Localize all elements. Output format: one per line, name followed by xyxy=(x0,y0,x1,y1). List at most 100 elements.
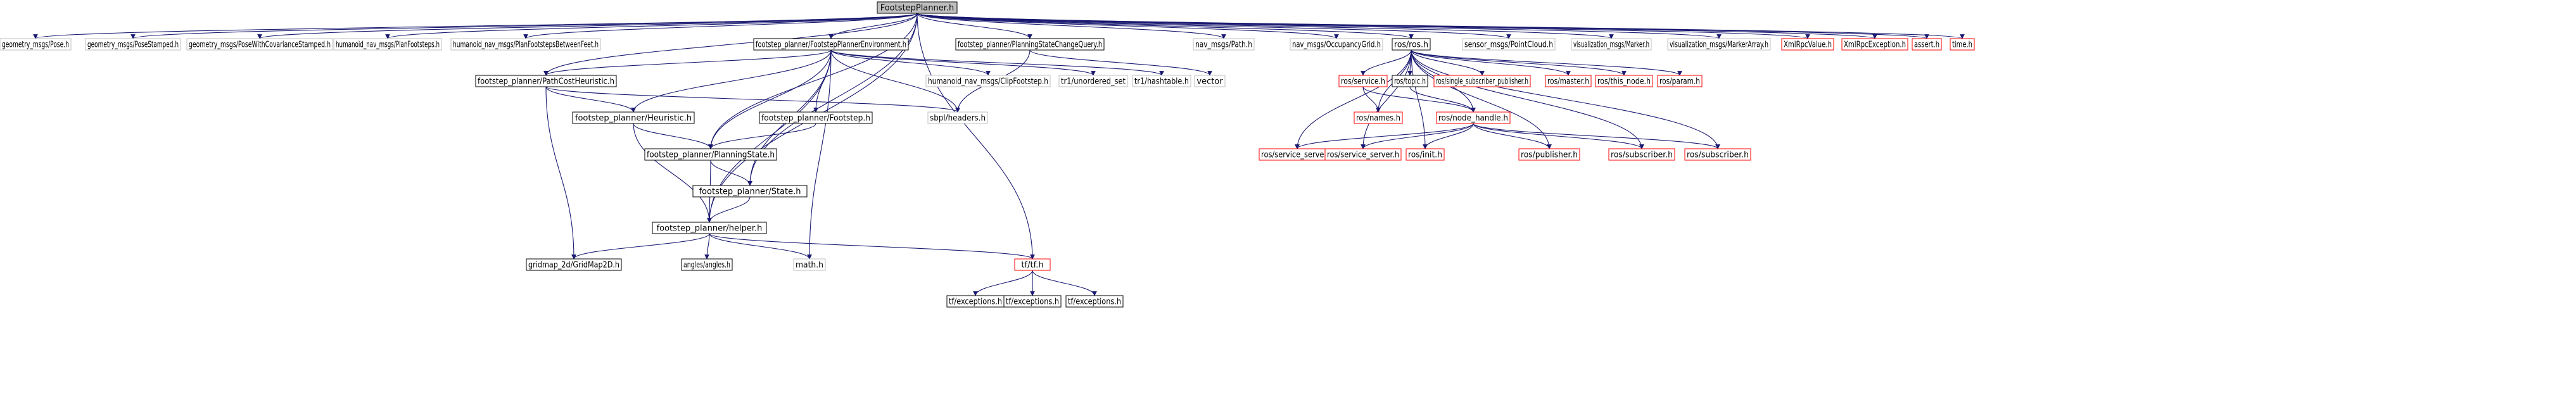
node-label: footstep_planner/Heuristic.h xyxy=(575,114,692,123)
node-box xyxy=(759,111,873,124)
node-fp-helper[interactable]: footstep_planner/helper.h xyxy=(652,222,767,234)
node-ros-param[interactable]: ros/param.h xyxy=(1657,75,1703,87)
node-xml-exc[interactable]: XmlRpcException.h xyxy=(1841,38,1908,51)
edge-fp_env-to-fp_pathcost xyxy=(543,49,832,76)
edge-fp_pathcost-to-fp_heuristic xyxy=(545,86,636,113)
node-fp-state[interactable]: footstep_planner/State.h xyxy=(692,185,808,198)
node-vis-markerarray[interactable]: visualization_msgs/MarkerArray.h xyxy=(1667,38,1771,51)
edge-ros_ros-to-ros_srvserver2 xyxy=(1361,49,1412,149)
node-label: footstep_planner/Footstep.h xyxy=(761,114,870,123)
node-gridmap[interactable]: gridmap_2d/GridMap2D.h xyxy=(526,258,622,271)
node-label: tf/exceptions.h xyxy=(1006,298,1059,307)
node-xml-value[interactable]: XmlRpcValue.h xyxy=(1781,38,1834,51)
edge-root-to-tf_tf xyxy=(917,13,1035,260)
node-sbpl[interactable]: sbpl/headers.h xyxy=(927,111,988,124)
node-label: XmlRpcValue.h xyxy=(1784,41,1832,50)
node-assert[interactable]: assert.h xyxy=(1912,38,1942,51)
node-tr1-hashtable[interactable]: tr1/hashtable.h xyxy=(1132,75,1191,87)
node-tf-tf[interactable]: tf/tf.h xyxy=(1014,258,1051,271)
node-fp-pathcost[interactable]: footstep_planner/PathCostHeuristic.h xyxy=(475,75,617,87)
edge-root-to-nav_path xyxy=(917,13,1226,39)
node-tr1-unordered[interactable]: tr1/unordered_set xyxy=(1058,75,1128,87)
node-fp-env[interactable]: footstep_planner/FootstepPlannerEnvironm… xyxy=(753,38,909,51)
node-sensor-pc[interactable]: sensor_msgs/PointCloud.h xyxy=(1462,38,1556,51)
node-vector[interactable]: vector xyxy=(1194,75,1226,87)
node-tf-exc1[interactable]: tf/exceptions.h xyxy=(946,295,1005,308)
node-tf-exc2[interactable]: tf/exceptions.h xyxy=(1003,295,1062,308)
edge-ros_service-to-ros_names xyxy=(1362,86,1381,113)
node-ros-init[interactable]: ros/init.h xyxy=(1405,148,1445,161)
node-nav-grid[interactable]: nav_msgs/OccupancyGrid.h xyxy=(1290,38,1383,51)
node-hn-planfootsteps[interactable]: humanoid_nav_msgs/PlanFootsteps.h xyxy=(333,38,442,51)
node-ros-ssp[interactable]: ros/single_subscriber_publisher.h xyxy=(1433,75,1531,87)
node-label: angles/angles.h xyxy=(683,261,730,270)
node-box xyxy=(1338,75,1388,87)
node-fp-planstate[interactable]: footstep_planner/PlanningState.h xyxy=(644,148,777,161)
node-ros-service[interactable]: ros/service.h xyxy=(1338,75,1388,87)
node-ros-thisnode[interactable]: ros/this_node.h xyxy=(1595,75,1653,87)
node-label: sensor_msgs/PointCloud.h xyxy=(1464,41,1553,50)
node-angles[interactable]: angles/angles.h xyxy=(681,258,733,271)
node-tf-exc3[interactable]: tf/exceptions.h xyxy=(1065,295,1124,308)
node-box xyxy=(186,38,333,51)
edge-fp_state-to-fp_helper xyxy=(707,196,751,223)
edge-root-to-fp_pathcost xyxy=(543,13,918,76)
node-label: geometry_msgs/PoseStamped.h xyxy=(87,41,179,50)
node-ros-subscriber1[interactable]: ros/subscriber.h xyxy=(1608,148,1675,161)
edge-ros_ros-to-ros_service xyxy=(1361,49,1412,76)
node-gm-posestamped[interactable]: geometry_msgs/PoseStamped.h xyxy=(85,38,181,51)
node-time[interactable]: time.h xyxy=(1950,38,1975,51)
edge-ros_topic-to-ros_nodehandle xyxy=(1409,86,1476,113)
node-fp-changequery[interactable]: footstep_planner/PlanningStateChangeQuer… xyxy=(955,38,1105,51)
edge-fp_helper-to-angles xyxy=(704,233,710,260)
node-ros-names[interactable]: ros/names.h xyxy=(1354,111,1403,124)
edge-ros_ros-to-ros_srvserver1 xyxy=(1295,49,1412,149)
node-box xyxy=(1193,38,1255,51)
node-box xyxy=(1667,38,1771,51)
node-ros-ros[interactable]: ros/ros.h xyxy=(1392,38,1431,51)
node-label: geometry_msgs/Pose.h xyxy=(2,41,69,50)
node-label: tf/exceptions.h xyxy=(1068,298,1121,307)
node-ros-publisher[interactable]: ros/publisher.h xyxy=(1518,148,1580,161)
node-label: humanoid_nav_msgs/PlanFootstepsBetweenFe… xyxy=(453,41,599,50)
node-vis-marker[interactable]: visualization_msgs/Marker.h xyxy=(1571,38,1652,51)
node-box xyxy=(1065,295,1124,308)
node-ros-subscriber2[interactable]: ros/subscriber.h xyxy=(1684,148,1751,161)
node-ros-master[interactable]: ros/master.h xyxy=(1545,75,1592,87)
node-ros-nodehandle[interactable]: ros/node_handle.h xyxy=(1436,111,1511,124)
node-gm-posecov[interactable]: geometry_msgs/PoseWithCovarianceStamped.… xyxy=(186,38,333,51)
node-box xyxy=(681,258,733,271)
node-label: humanoid_nav_msgs/PlanFootsteps.h xyxy=(336,41,440,50)
edge-ros_nodehandle-to-ros_srvserver2 xyxy=(1361,123,1474,149)
node-box xyxy=(925,75,1051,87)
node-label: ros/subscriber.h xyxy=(1611,151,1673,160)
node-ros-srvserver2[interactable]: ros/service_server.h xyxy=(1324,148,1402,161)
edge-fp_env-to-sbpl xyxy=(830,49,960,113)
node-label: time.h xyxy=(1952,41,1972,50)
node-fp-footstep[interactable]: footstep_planner/Footstep.h xyxy=(759,111,873,124)
edge-fp_footstep-to-fp_planstate xyxy=(708,123,816,149)
node-hn-clip[interactable]: humanoid_nav_msgs/ClipFootstep.h xyxy=(925,75,1051,87)
edge-fp_planstate-to-fp_state xyxy=(710,160,752,186)
node-hn-planbetween[interactable]: humanoid_nav_msgs/PlanFootstepsBetweenFe… xyxy=(450,38,601,51)
node-box xyxy=(1436,111,1511,124)
node-box xyxy=(877,1,958,14)
node-box xyxy=(1324,148,1402,161)
edge-fp_helper-to-gridmap xyxy=(571,233,710,260)
node-label: sbpl/headers.h xyxy=(930,114,986,123)
node-math[interactable]: math.h xyxy=(793,258,826,271)
node-label: ros/init.h xyxy=(1408,151,1442,160)
node-nav-path[interactable]: nav_msgs/Path.h xyxy=(1193,38,1255,51)
node-ros-topic[interactable]: ros/topic.h xyxy=(1392,75,1428,87)
node-fp-heuristic[interactable]: footstep_planner/Heuristic.h xyxy=(572,111,695,124)
node-label: ros/service_server.h xyxy=(1261,151,1333,160)
node-label: visualization_msgs/Marker.h xyxy=(1573,41,1649,50)
node-gm-pose[interactable]: geometry_msgs/Pose.h xyxy=(0,38,72,51)
node-box xyxy=(1781,38,1834,51)
node-label: ros/single_subscriber_publisher.h xyxy=(1436,77,1528,87)
node-ros-srvserver1[interactable]: ros/service_server.h xyxy=(1259,148,1336,161)
edge-fp_heuristic-to-fp_planstate xyxy=(633,123,713,149)
edge-tf_tf-to-tf_exc1 xyxy=(973,270,1033,296)
